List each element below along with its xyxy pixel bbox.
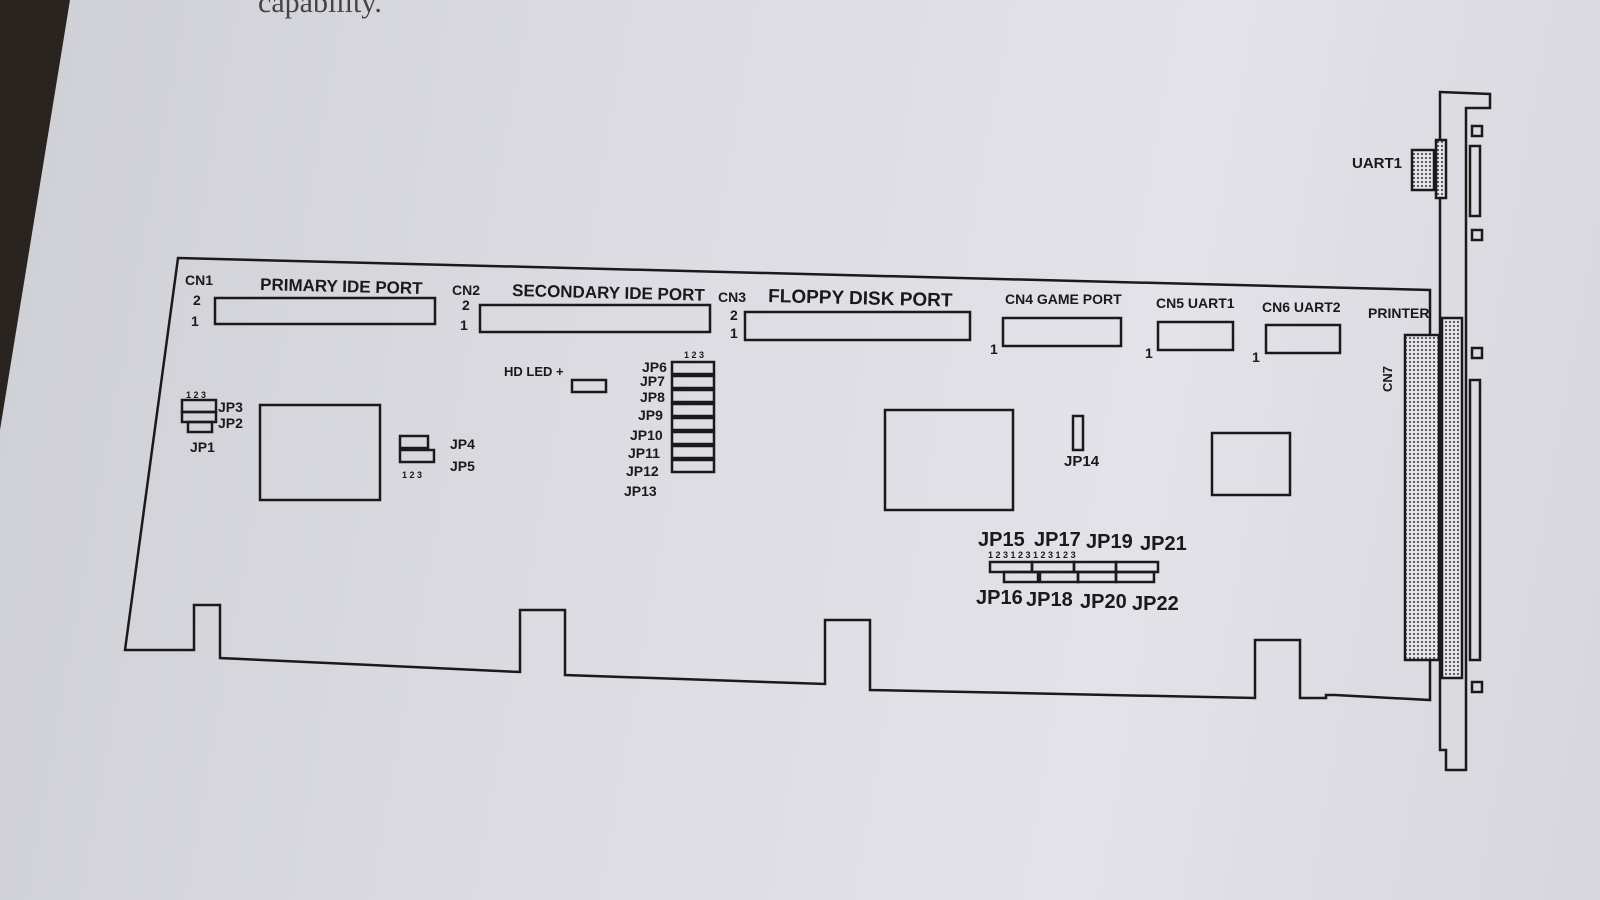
jp15-jumper xyxy=(988,560,1034,574)
jp14-label: JP14 xyxy=(1064,453,1100,470)
jp13-jumper xyxy=(670,458,716,474)
cn3-label: CN3 xyxy=(718,289,746,305)
uart1-flange xyxy=(1434,138,1448,200)
jp3-label: JP3 xyxy=(218,399,243,415)
cn2-label: CN2 xyxy=(452,282,480,298)
jp15-label: JP15 xyxy=(978,529,1025,551)
jp12-jumper xyxy=(670,444,716,460)
jp2-jumper xyxy=(180,410,218,424)
secondary-ide-label: SECONDARY IDE PORT xyxy=(512,281,706,305)
pin-numbers: 1 2 3 xyxy=(402,470,422,480)
pin-numbers: 1 2 3 xyxy=(186,390,206,400)
jp17-label: JP17 xyxy=(1034,529,1081,551)
pin1-label: 1 xyxy=(460,317,468,333)
jp4-jumper xyxy=(398,434,430,450)
pin-numbers: 1 2 3 xyxy=(684,350,704,360)
bracket-hole xyxy=(1470,228,1484,242)
jp7-label: JP7 xyxy=(640,373,665,389)
jp16-jumper xyxy=(1002,570,1040,584)
jp2-label: JP2 xyxy=(218,415,243,431)
jp6-label: JP6 xyxy=(642,359,667,375)
game-port-connector xyxy=(1001,316,1123,348)
jp21-label: JP21 xyxy=(1140,533,1187,555)
jp1-label: JP1 xyxy=(190,439,215,455)
uart1-connector xyxy=(1410,148,1436,192)
hd-led-label: HD LED + xyxy=(504,364,564,379)
page-text-fragment: capability. xyxy=(258,0,382,19)
chip-left xyxy=(258,403,382,502)
jp20-jumper xyxy=(1076,570,1118,584)
jp14-jumper xyxy=(1071,414,1085,452)
jp13-label: JP13 xyxy=(624,483,657,499)
jp6-jumper xyxy=(670,360,716,376)
bracket-hole xyxy=(1470,124,1484,138)
uart1-bracket-label: UART1 xyxy=(1352,155,1402,172)
jp8-jumper xyxy=(670,388,716,404)
chip-right xyxy=(1210,431,1292,497)
jp19-label: JP19 xyxy=(1086,531,1133,553)
cn6-label: CN6 UART2 xyxy=(1262,299,1341,315)
chip-center xyxy=(883,408,1015,512)
printer-label: PRINTER xyxy=(1368,305,1429,321)
bracket-hole xyxy=(1470,680,1484,694)
jp9-jumper xyxy=(670,402,716,418)
jp19-jumper xyxy=(1072,560,1118,574)
jp11-label: JP11 xyxy=(628,445,660,461)
bracket-hole xyxy=(1470,346,1484,360)
board-outline xyxy=(123,256,1432,702)
jp18-jumper xyxy=(1038,570,1080,584)
jp12-label: JP12 xyxy=(626,463,659,479)
secondary-ide-connector xyxy=(478,303,712,334)
jp9-label: JP9 xyxy=(638,407,663,423)
hd-led-header xyxy=(570,378,608,394)
bracket-slot xyxy=(1468,144,1482,218)
pin1-label: 1 xyxy=(1145,345,1153,361)
jp7-jumper xyxy=(670,374,716,390)
pin1-label: 1 xyxy=(191,313,199,329)
printer-port-shell xyxy=(1440,316,1464,680)
floppy-label: FLOPPY DISK PORT xyxy=(768,286,953,312)
pin2-label: 2 xyxy=(730,307,738,323)
pin-numbers: 1 2 3 1 2 3 1 2 3 1 2 3 xyxy=(988,550,1076,560)
jp21-jumper xyxy=(1114,560,1160,574)
cn4-label: CN4 GAME PORT xyxy=(1005,291,1122,307)
primary-ide-label: PRIMARY IDE PORT xyxy=(260,275,423,298)
bracket-slot xyxy=(1468,378,1482,662)
cn5-label: CN5 UART1 xyxy=(1156,295,1235,311)
jp22-jumper xyxy=(1114,570,1156,584)
jp10-label: JP10 xyxy=(630,427,663,443)
pin2-label: 2 xyxy=(462,297,470,313)
floppy-connector xyxy=(743,310,972,342)
jp22-label: JP22 xyxy=(1132,593,1179,615)
jp3-jumper xyxy=(180,398,218,414)
cn6-uart2-connector xyxy=(1264,323,1342,355)
pin1-label: 1 xyxy=(730,325,738,341)
jp5-label: JP5 xyxy=(450,458,475,474)
jp10-jumper xyxy=(670,416,716,432)
cn7-label: CN7 xyxy=(1380,366,1395,392)
primary-ide-connector xyxy=(213,296,437,326)
jp18-label: JP18 xyxy=(1026,589,1073,611)
jp16-label: JP16 xyxy=(976,587,1023,609)
jp4-label: JP4 xyxy=(450,436,475,452)
jp1-jumper xyxy=(186,420,214,434)
printer-connector xyxy=(1403,333,1441,662)
mounting-bracket xyxy=(1438,90,1492,772)
jp20-label: JP20 xyxy=(1080,591,1127,613)
jp11-jumper xyxy=(670,430,716,446)
jp8-label: JP8 xyxy=(640,389,665,405)
jp17-jumper xyxy=(1030,560,1076,574)
pin1-label: 1 xyxy=(990,341,998,357)
cn1-label: CN1 xyxy=(185,272,213,288)
jp5-jumper xyxy=(398,448,436,464)
pin1-label: 1 xyxy=(1252,349,1260,365)
pin2-label: 2 xyxy=(193,292,201,308)
cn5-uart1-connector xyxy=(1156,320,1235,352)
